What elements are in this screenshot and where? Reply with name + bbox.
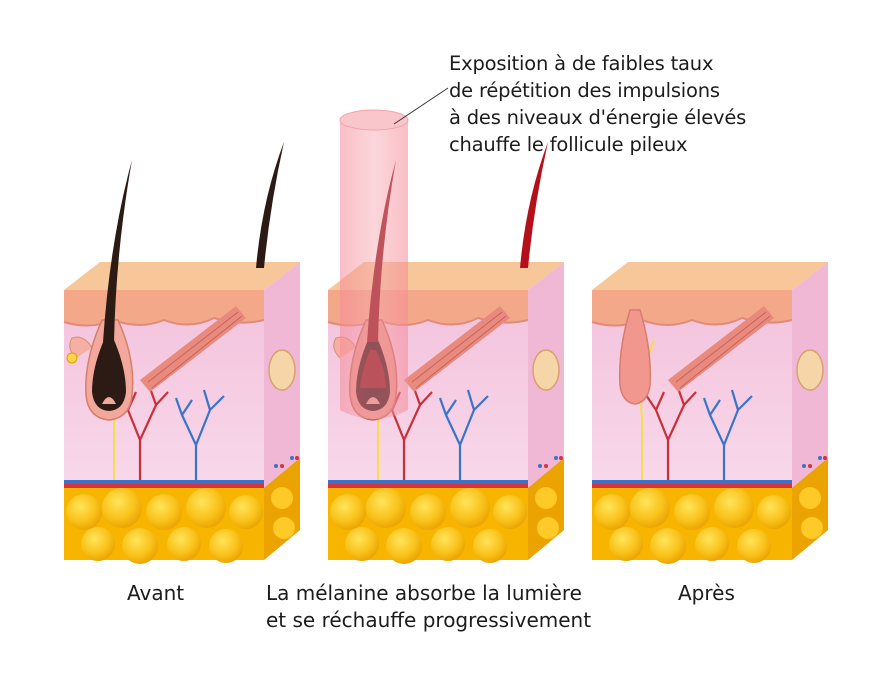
- annotation-line-1: Exposition à de faibles taux: [449, 52, 714, 75]
- annotation-line-2: de répétition des impulsions: [449, 79, 720, 102]
- hair-bulb-dark: [92, 340, 126, 411]
- caption-middle: La mélanine absorbe la lumière et se réc…: [266, 580, 591, 634]
- caption-middle-line-2: et se réchauffe progressivement: [266, 608, 592, 632]
- skin-block-before: [63, 142, 300, 564]
- surface-hair: [256, 142, 284, 268]
- caption-after: Après: [678, 581, 735, 605]
- laser-beam-top: [339, 109, 409, 131]
- skin-block-after: [591, 262, 828, 564]
- caption-middle-line-1: La mélanine absorbe la lumière: [266, 581, 582, 605]
- laser-annotation: Exposition à de faibles taux de répétiti…: [449, 50, 849, 158]
- skin-block-during: [327, 87, 564, 564]
- empty-follicle: [618, 309, 652, 405]
- epidermis-top: [64, 262, 300, 290]
- laser-beam: [340, 120, 408, 419]
- hair-shaft-dark: [103, 160, 132, 342]
- annotation-line-4: chauffe le follicule pileux: [449, 133, 688, 156]
- caption-before: Avant: [127, 581, 185, 605]
- annotation-line-3: à des niveaux d'énergie élevés: [449, 106, 747, 129]
- fat-cell: [268, 349, 296, 391]
- annotation-leader-line: [393, 87, 449, 125]
- surface-hair-heated: [520, 142, 548, 268]
- arrector-muscle: [140, 306, 246, 392]
